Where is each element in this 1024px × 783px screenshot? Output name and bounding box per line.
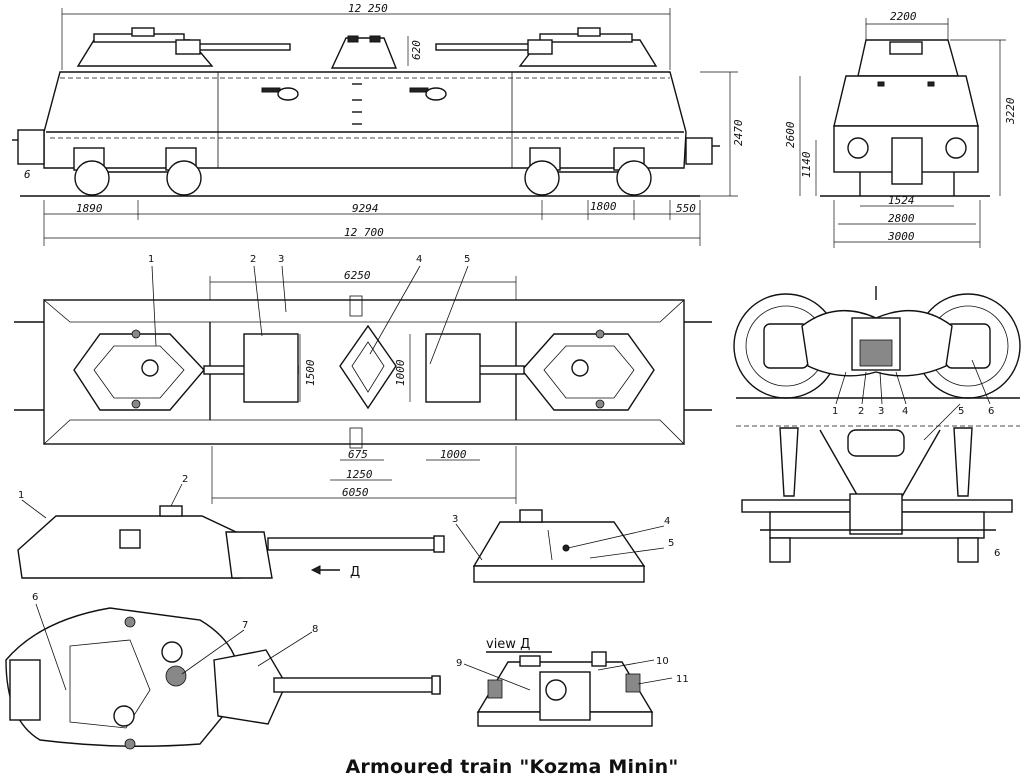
dim-hatch-d: 1250 <box>346 468 373 481</box>
turret-front-view: 3 4 5 <box>452 509 674 583</box>
dim-bogie-wheelbase: 1800 <box>590 200 617 213</box>
dim-end-width: 3000 <box>887 230 915 243</box>
dim-end-top-width: 2200 <box>890 10 917 23</box>
view-d-callout-10: 10 <box>656 656 669 667</box>
turret-top-callout-7: 7 <box>242 620 248 631</box>
turret-top-callout-6: 6 <box>32 592 38 603</box>
bogie-callout-2: 2 <box>858 406 864 417</box>
plan-callout-1: 1 <box>148 254 154 265</box>
dim-total-length: 12 700 <box>344 226 384 239</box>
plan-callout-2: 2 <box>250 254 256 265</box>
turret-side-callout-1: 1 <box>18 490 24 501</box>
bogie-end-callout-6: 6 <box>994 548 1000 559</box>
bogie-callout-3: 3 <box>878 406 884 417</box>
turret-side-view: 1 2 Д <box>17 474 445 580</box>
dim-gauge: 1524 <box>888 194 915 207</box>
view-label: view Д <box>486 637 530 652</box>
dim-wheel-height: 6 <box>24 168 31 181</box>
dim-rear-overhang: 550 <box>676 202 696 215</box>
end-elevation: 2200 2600 3220 1140 1524 2800 3000 <box>784 10 1017 248</box>
plan-view: 6250 1 2 3 4 5 <box>14 254 712 504</box>
dim-hatch-a: 1500 <box>304 359 317 386</box>
plan-callout-3: 3 <box>278 254 284 265</box>
plan-callout-5: 5 <box>464 254 470 265</box>
plan-callout-4: 4 <box>416 254 422 265</box>
turret-side-callout-2: 2 <box>182 474 188 485</box>
view-d-callout-9: 9 <box>456 658 462 669</box>
dim-hatch-b: 1000 <box>394 359 407 386</box>
side-elevation: 12 250 620 <box>12 2 745 246</box>
dim-plan-top: 6250 <box>344 269 371 282</box>
drawing-title: Armoured train "Kozma Minin" <box>345 756 679 778</box>
bogie-views: 1 2 3 4 5 6 6 <box>733 286 1021 563</box>
dim-end-height-a: 2600 <box>784 121 797 148</box>
bogie-callout-1: 1 <box>832 406 838 417</box>
bogie-callout-5: 5 <box>958 406 964 417</box>
bogie-callout-4: 4 <box>902 406 908 417</box>
turret-front-callout-3: 3 <box>452 514 458 525</box>
dim-hatch-c: 675 <box>348 448 368 461</box>
direction-letter: Д <box>350 565 360 580</box>
dim-hatch-e: 1000 <box>440 448 467 461</box>
dim-side-total: 12 250 <box>348 2 388 15</box>
dim-end-base: 2800 <box>888 212 915 225</box>
dim-front-overhang: 1890 <box>76 202 103 215</box>
view-d-callout-11: 11 <box>676 674 689 685</box>
turret-top-callout-8: 8 <box>312 624 318 635</box>
dim-end-low: 1140 <box>800 151 813 178</box>
bogie-callout-6: 6 <box>988 406 994 417</box>
dim-car-height: 2470 <box>732 119 745 146</box>
turret-front-callout-5: 5 <box>668 538 674 549</box>
dim-turret-height: 620 <box>410 40 423 60</box>
dim-bogie-centers: 9294 <box>352 202 379 215</box>
dim-end-height-b: 3220 <box>1004 97 1017 125</box>
view-d: view Д 9 10 11 <box>456 637 689 727</box>
turret-front-callout-4: 4 <box>664 516 670 527</box>
dim-plan-bottom: 6050 <box>342 486 369 499</box>
turret-top-view: 6 7 8 <box>5 592 441 750</box>
